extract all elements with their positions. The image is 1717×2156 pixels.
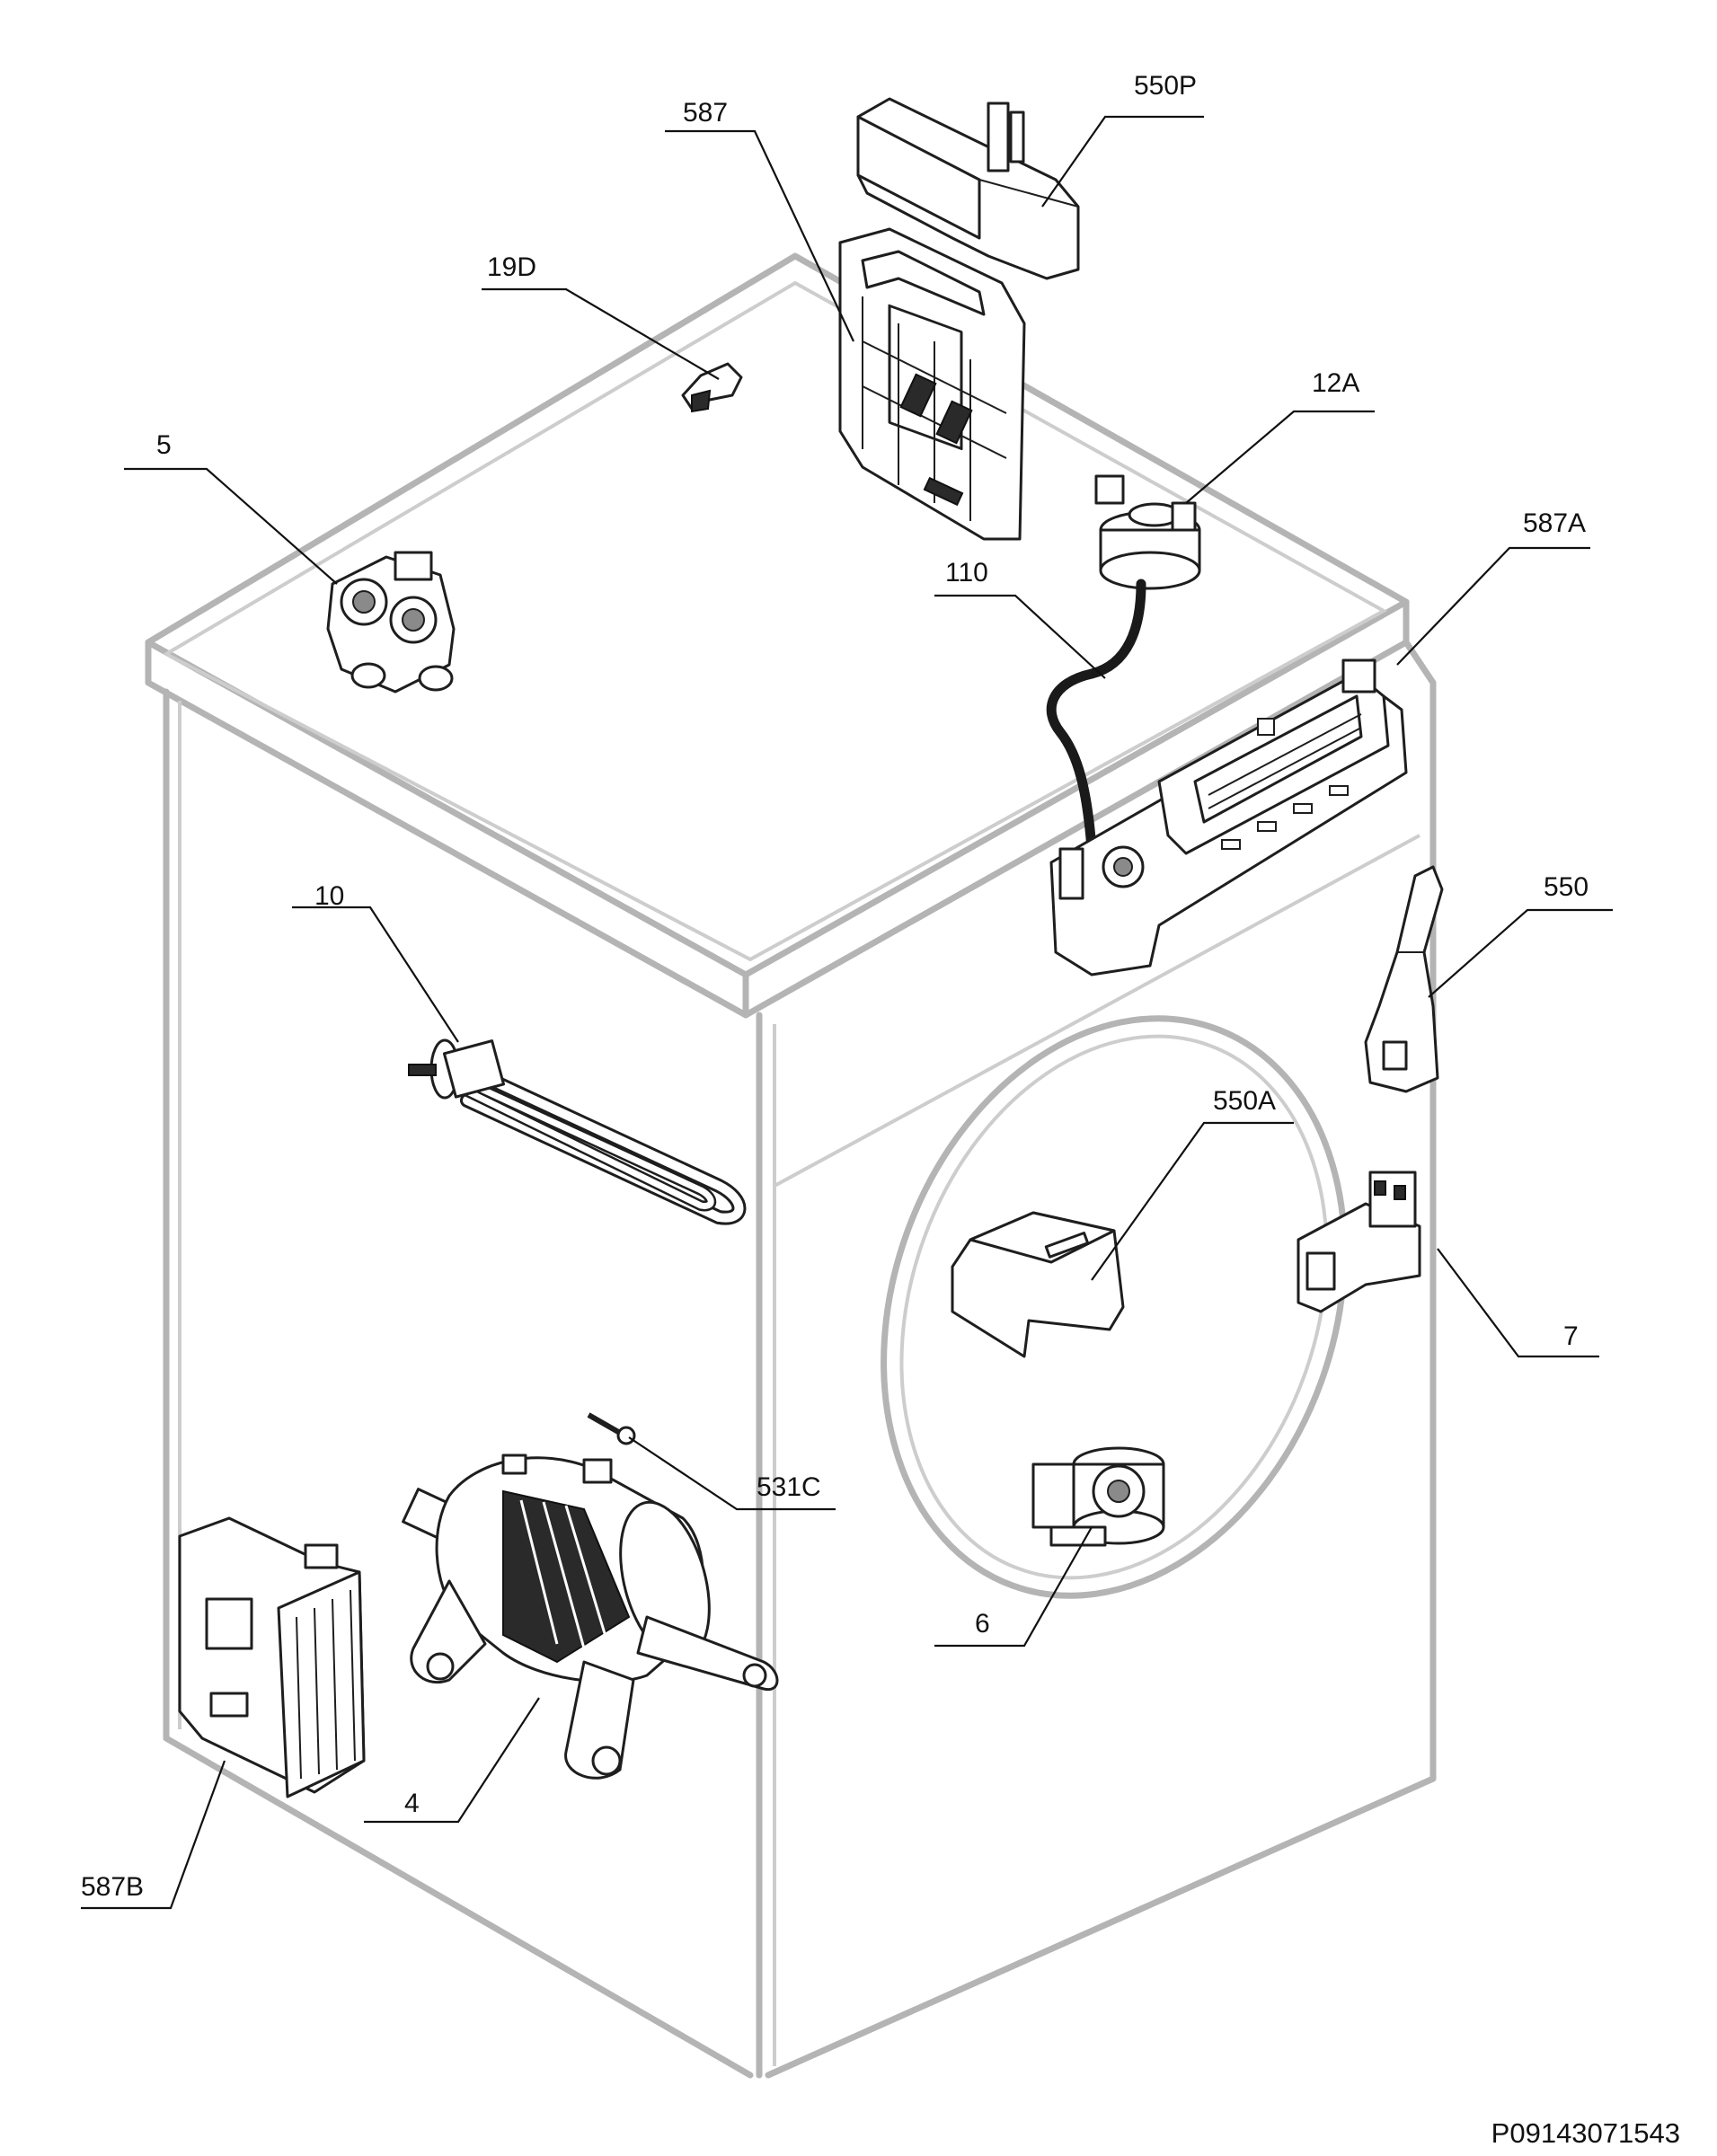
label-19D: 19D: [487, 252, 536, 282]
label-550P: 550P: [1134, 71, 1197, 101]
callout-leader-lines: [81, 115, 1613, 1910]
label-4: 4: [404, 1789, 420, 1818]
part-19D-clip: [681, 362, 743, 413]
part-531C-screw: [587, 1412, 636, 1445]
part-587-electronic-board: [838, 227, 1026, 541]
label-531C: 531C: [757, 1472, 821, 1502]
label-587B: 587B: [81, 1872, 144, 1902]
label-587: 587: [683, 98, 728, 128]
callout-labels: 587 550P 19D 12A 5 587A 110 550 10 550A …: [81, 71, 1589, 1902]
label-10: 10: [314, 881, 344, 911]
label-587A: 587A: [1523, 508, 1586, 538]
washer-cabinet-outline: [145, 252, 1437, 2079]
part-5-inlet-valve: [326, 551, 456, 694]
part-587A-control-panel: [1049, 658, 1408, 976]
part-110-hose: [1046, 579, 1146, 854]
drawing-code: P09143071543: [1491, 2117, 1680, 2149]
part-550-door-handle: [1364, 865, 1444, 1093]
label-550: 550: [1544, 872, 1589, 902]
part-550A-lock-cover: [951, 1211, 1125, 1358]
label-110: 110: [945, 558, 988, 588]
part-6-drain-pump: [1031, 1446, 1165, 1547]
part-550P-module: [856, 97, 1080, 280]
label-6: 6: [975, 1609, 990, 1639]
part-4-motor: [402, 1454, 779, 1780]
label-550A: 550A: [1213, 1086, 1276, 1116]
part-7-door-lock: [1297, 1171, 1421, 1313]
part-10-heating-element: [408, 1038, 747, 1225]
label-12A: 12A: [1312, 368, 1359, 398]
part-12A-pressure-switch: [1094, 474, 1201, 590]
label-5: 5: [156, 430, 172, 460]
label-7: 7: [1563, 1321, 1579, 1351]
part-587B-motor-controller: [178, 1516, 366, 1798]
